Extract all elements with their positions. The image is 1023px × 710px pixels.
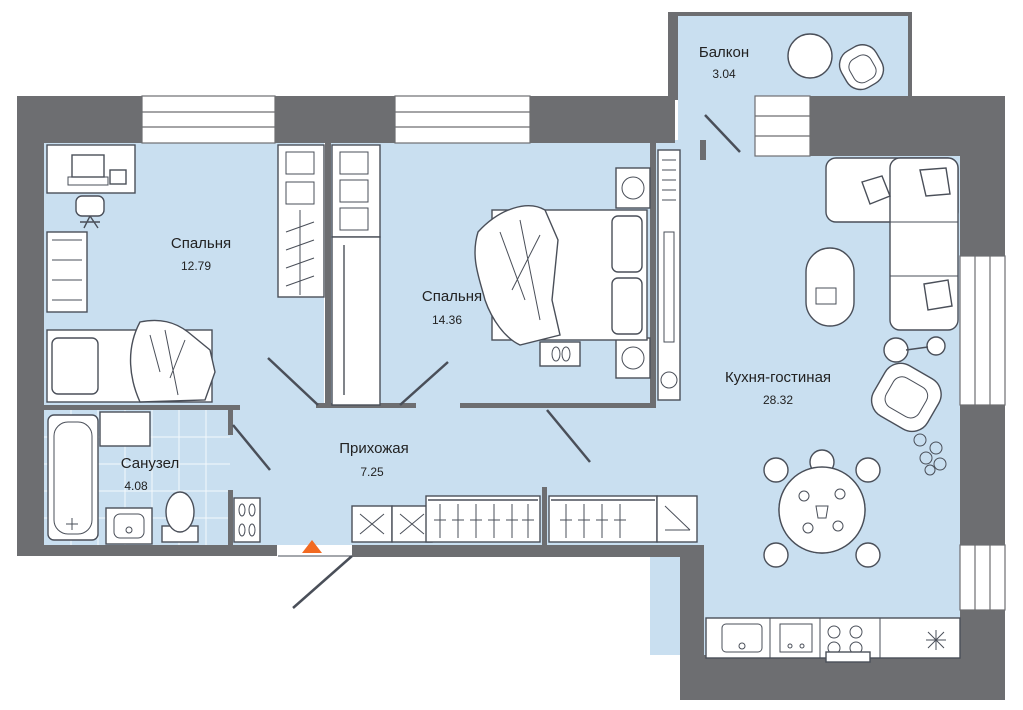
room-name-bedroom-2: Спальня — [422, 288, 482, 305]
room-area-kitchen-living: 28.32 — [763, 393, 793, 407]
window-bedroom-2 — [394, 95, 531, 144]
slippers-icon — [539, 341, 581, 367]
wardrobe-icon — [331, 236, 381, 406]
room-area-bedroom-1: 12.79 — [181, 259, 211, 273]
sofa-icon — [825, 157, 959, 331]
bed-icon — [474, 205, 648, 346]
dishwasher-icon — [779, 623, 813, 653]
doors — [232, 114, 741, 609]
stove-icon — [825, 625, 871, 663]
armchair-icon — [870, 362, 942, 433]
room-labels: Балкон 3.04 Спальня 12.79 Спальня 14.36 … — [121, 44, 831, 493]
bed-icon — [46, 319, 216, 403]
wardrobe-icon — [277, 144, 325, 298]
bedroom-1-furniture — [46, 144, 216, 403]
tv-icon — [657, 149, 681, 401]
room-name-bedroom-1: Спальня — [171, 235, 231, 252]
coffee-table-icon — [805, 247, 855, 327]
shelf-icon — [46, 231, 88, 313]
kitchen-living-furniture — [705, 157, 961, 663]
windows — [141, 95, 1006, 611]
desk-chair-icon — [75, 195, 105, 229]
wardrobe-icon — [425, 495, 541, 543]
bathroom-furniture — [47, 411, 261, 545]
room-name-balcony: Балкон — [699, 44, 749, 61]
dining-table-icon — [763, 449, 881, 568]
sink-icon — [721, 623, 763, 653]
room-area-bathroom: 4.08 — [124, 479, 148, 493]
window-living-1 — [959, 255, 1006, 406]
nightstand-icon — [615, 337, 651, 379]
shoe-rack-icon — [351, 505, 433, 543]
shoes-icon — [233, 497, 261, 543]
sink-icon — [105, 507, 153, 545]
nightstand-icon — [615, 167, 651, 209]
window-living-2 — [959, 544, 1006, 611]
toilet-icon — [161, 491, 199, 543]
room-name-bathroom: Санузел — [121, 455, 179, 472]
room-name-hallway: Прихожая — [339, 440, 409, 457]
window-balcony-door — [754, 95, 811, 157]
bedroom-2-furniture — [474, 149, 681, 401]
room-area-bedroom-2: 14.36 — [432, 313, 462, 327]
cabinet-icon — [656, 495, 698, 543]
fridge-icon — [926, 630, 946, 650]
bathtub-icon — [47, 414, 99, 541]
room-name-kitchen-living: Кухня-гостиная — [725, 369, 831, 386]
plant-icon — [913, 433, 947, 476]
wardrobe-icon — [331, 144, 381, 238]
floor-lamp-icon — [883, 336, 946, 363]
book-icon — [109, 169, 127, 185]
closets-bedrooms — [277, 144, 381, 406]
window-bedroom-1 — [141, 95, 276, 144]
washer-icon — [99, 411, 151, 447]
room-area-hallway: 7.25 — [360, 465, 384, 479]
wardrobe-icon — [548, 495, 658, 543]
laptop-icon — [67, 154, 109, 186]
hallway-furniture — [351, 495, 698, 543]
balcony-furniture — [787, 33, 885, 91]
entrance-arrow-icon — [302, 540, 322, 553]
round-table-icon — [787, 33, 833, 79]
room-area-balcony: 3.04 — [712, 67, 736, 81]
armchair-icon — [838, 44, 885, 91]
